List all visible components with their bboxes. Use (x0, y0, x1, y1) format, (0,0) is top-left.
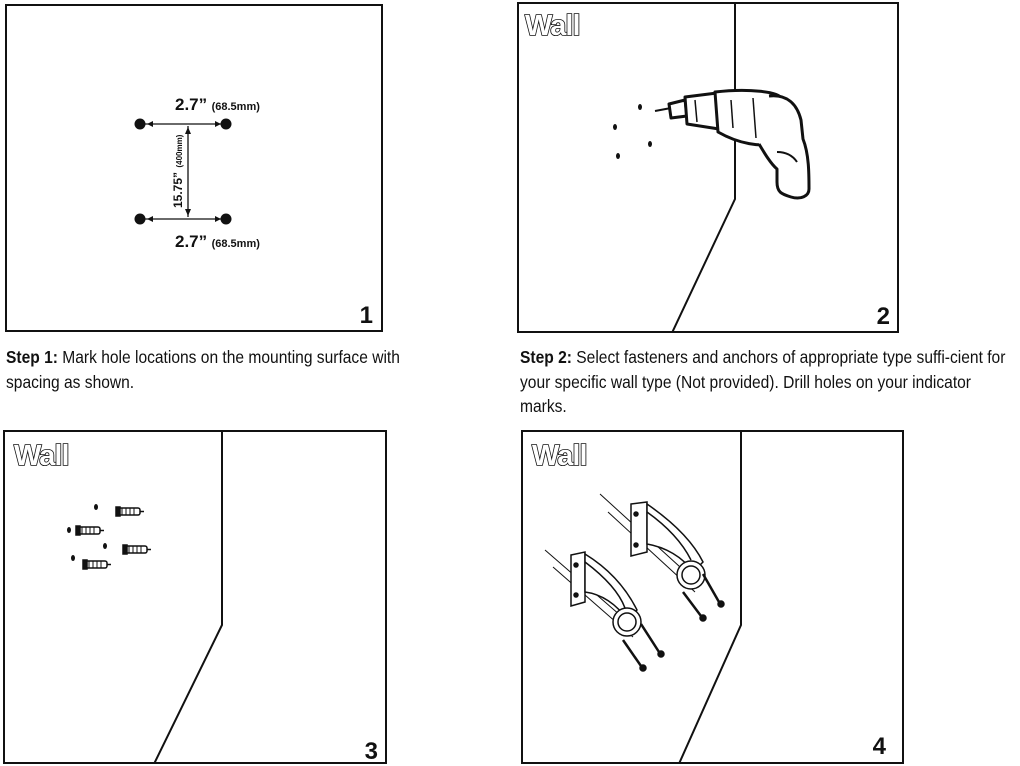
screw-icon (621, 639, 647, 672)
step-2-label: Step 2: (520, 347, 572, 367)
mounting-bracket-icon (630, 501, 706, 590)
wall-anchor-icon (82, 559, 111, 570)
bracket-mount-diagram (544, 432, 742, 762)
top-spacing-mm: (68.5mm) (211, 101, 260, 113)
step-1-text: Mark hole locations on the mounting surf… (6, 347, 400, 392)
drill-mark (616, 153, 620, 159)
wall-anchor-icon (122, 544, 151, 555)
arrow-head (147, 216, 153, 222)
drill-mark (648, 141, 652, 147)
hole-spacing-diagram (134, 118, 232, 225)
drill-hole (103, 543, 107, 549)
anchors-diagram (67, 432, 223, 762)
vertical-spacing-inches: 15.75” (171, 171, 185, 208)
drill-diagram (613, 4, 811, 331)
wall-label: Wall (13, 439, 70, 473)
top-spacing-inches: 2.7” (175, 95, 208, 114)
hole-mark (220, 213, 232, 225)
step-number: 1 (359, 302, 373, 329)
hole-mark (220, 118, 232, 130)
step-number: 2 (876, 303, 890, 330)
hole-mark (134, 118, 146, 130)
step-number: 4 (872, 733, 886, 760)
bottom-spacing-label: 2.7” (68.5mm) (175, 232, 260, 252)
bottom-spacing-inches: 2.7” (175, 232, 208, 251)
wall-corner-line (153, 432, 223, 762)
step-1-caption: Step 1: Mark hole locations on the mount… (6, 345, 424, 394)
mounting-bracket-icon (570, 551, 642, 637)
step-4-panel: Wall 4 (521, 430, 904, 764)
arrow-head (185, 209, 191, 216)
arrow-head (185, 127, 191, 134)
drill-mark (638, 104, 642, 110)
wall-corner-line (678, 432, 742, 762)
wall-label: Wall (531, 439, 588, 473)
vertical-spacing-mm: (400mm) (175, 134, 184, 168)
hole-mark (134, 213, 146, 225)
arrow-head (215, 216, 221, 222)
arrow-head (215, 121, 221, 127)
wall-corner-line (671, 4, 736, 331)
drill-mark (613, 124, 617, 130)
vertical-spacing-label: 15.75” (400mm) (169, 135, 187, 208)
step-1-label: Step 1: (6, 347, 58, 367)
arrow-head (147, 121, 153, 127)
step-3-panel: Wall 3 (3, 430, 387, 764)
step-2-caption: Step 2: Select fasteners and anchors of … (520, 345, 1011, 419)
step-1-panel: 2.7” (68.5mm) 2.7” (68.5mm) 15.75” (400m… (5, 4, 383, 332)
wall-anchor-icon (75, 525, 104, 536)
drill-icon (654, 88, 811, 200)
drill-hole (71, 555, 75, 561)
step-2-text: Select fasteners and anchors of appropri… (520, 347, 1006, 416)
wall-label: Wall (524, 9, 581, 43)
drill-hole (94, 504, 98, 510)
top-spacing-label: 2.7” (68.5mm) (175, 95, 260, 115)
step-2-panel: Wall 2 (517, 2, 899, 333)
screw-icon (701, 573, 725, 608)
screw-icon (639, 623, 665, 658)
step-number: 3 (364, 738, 378, 764)
drill-hole (67, 527, 71, 533)
screw-icon (682, 591, 707, 622)
wall-anchor-icon (115, 506, 144, 517)
bottom-spacing-mm: (68.5mm) (211, 238, 260, 250)
